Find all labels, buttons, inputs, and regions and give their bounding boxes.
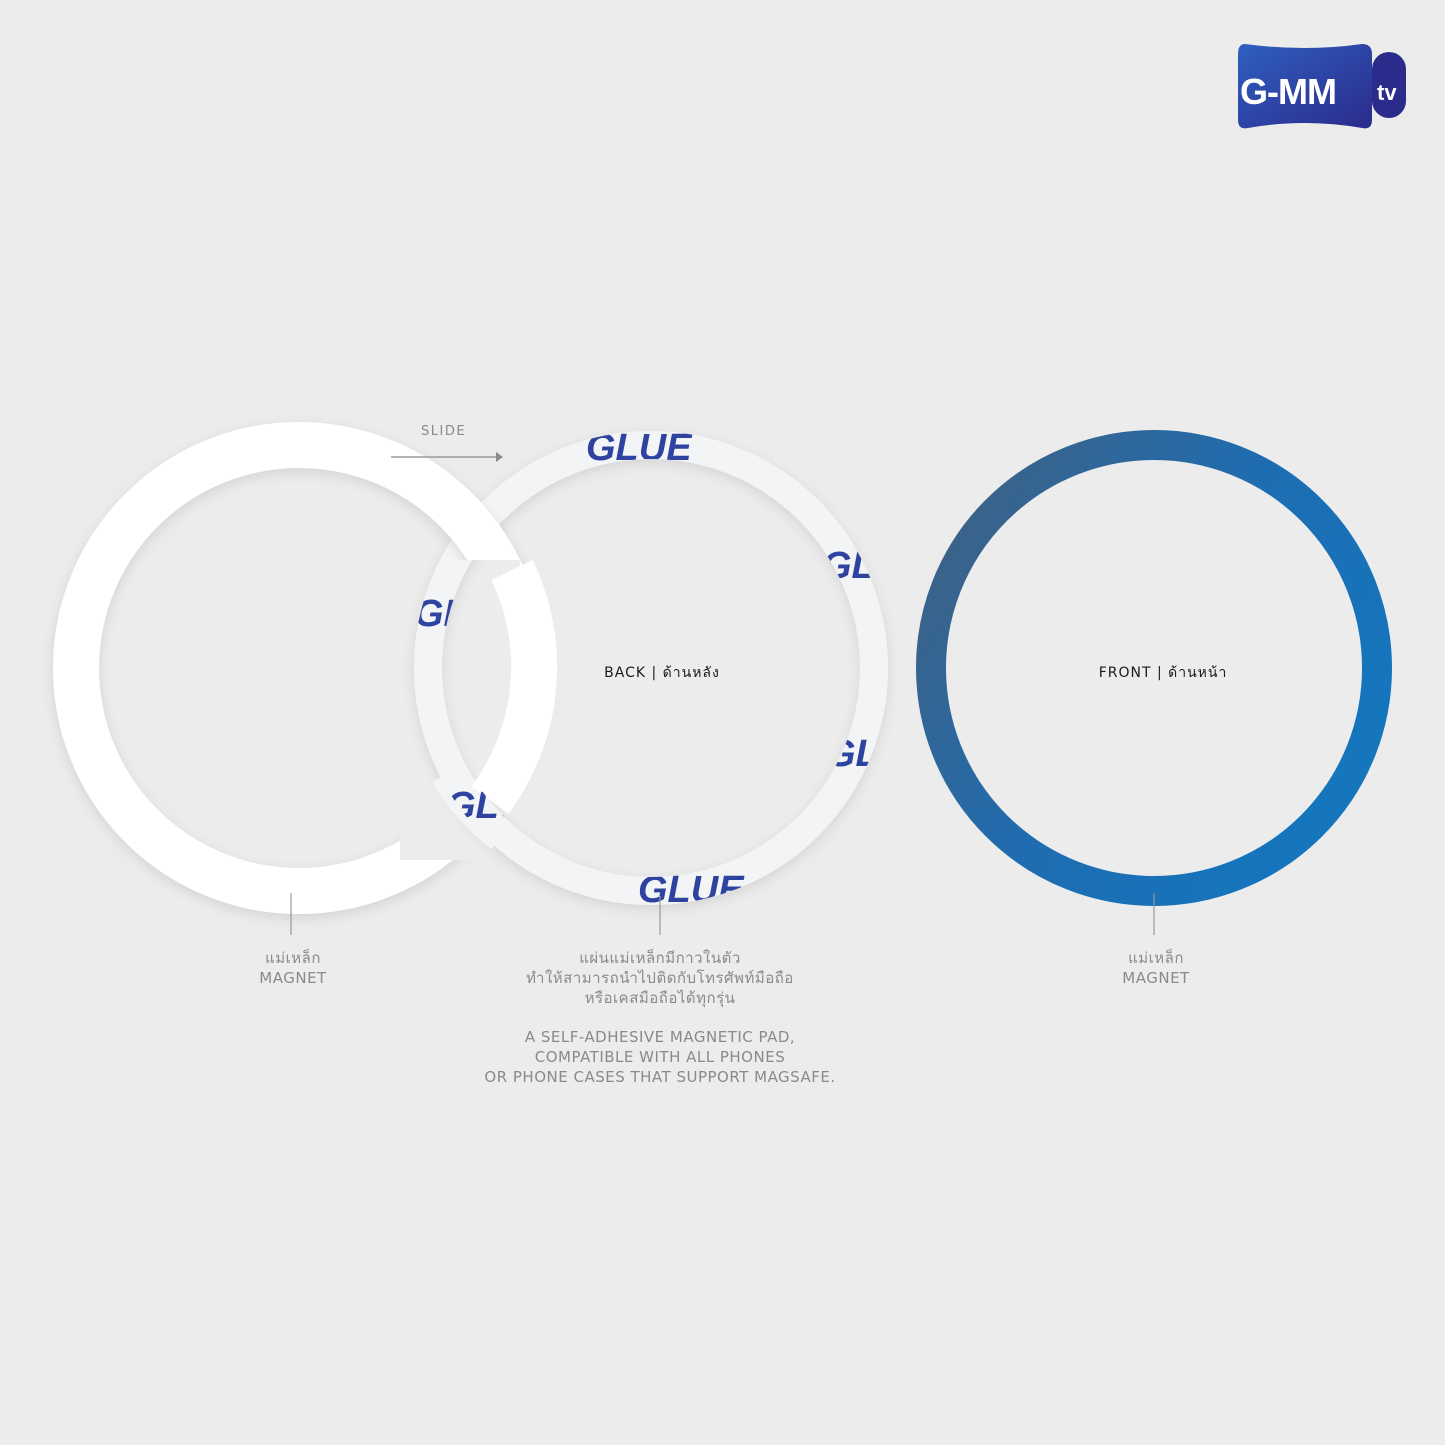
- left-magnet-ring: [53, 422, 558, 914]
- glue-text-left-lower-front: GLUE: [446, 785, 553, 827]
- middle-caption: แผ่นแม่เหล็กมีกาวในตัว ทำให้สามารถนำไปติ…: [410, 948, 910, 1087]
- middle-caption-en-2: COMPATIBLE WITH ALL PHONES: [534, 1048, 786, 1066]
- front-magnet-ring: [916, 430, 1392, 906]
- logo-text: G-MM: [1240, 71, 1336, 112]
- slide-label: SLIDE: [421, 424, 467, 439]
- logo-tv: tv: [1377, 80, 1397, 105]
- glue-text-bottom: GLUE: [638, 869, 745, 911]
- middle-caption-en-1: A SELF-ADHESIVE MAGNETIC PAD,: [524, 1028, 796, 1046]
- gmmtv-logo: G-MM tv: [1238, 44, 1406, 129]
- glue-text-right-upper: GLUE: [822, 545, 929, 587]
- middle-caption-thai-3: หรือเคสมือถือได้ทุกรุ่น: [584, 989, 736, 1007]
- left-caption-english: MAGNET: [259, 969, 327, 987]
- left-caption-thai: แม่เหล็ก: [265, 949, 321, 967]
- glue-text-top: GLUE: [586, 427, 693, 469]
- right-caption: แม่เหล็ก MAGNET: [1056, 948, 1256, 988]
- middle-caption-thai-2: ทำให้สามารถนำไปติดกับโทรศัพท์มือถือ: [526, 969, 794, 987]
- middle-caption-thai-1: แผ่นแม่เหล็กมีกาวในตัว: [579, 949, 741, 967]
- glue-text-right-lower: GLUE: [826, 733, 933, 775]
- front-label: FRONT | ด้านหน้า: [1098, 665, 1228, 681]
- right-caption-english: MAGNET: [1122, 969, 1190, 987]
- left-caption: แม่เหล็ก MAGNET: [193, 948, 393, 988]
- right-caption-thai: แม่เหล็ก: [1128, 949, 1184, 967]
- back-label: BACK | ด้านหลัง: [604, 665, 720, 681]
- middle-caption-en-3: OR PHONE CASES THAT SUPPORT MAGSAFE.: [484, 1068, 836, 1086]
- slide-arrow: [391, 452, 503, 462]
